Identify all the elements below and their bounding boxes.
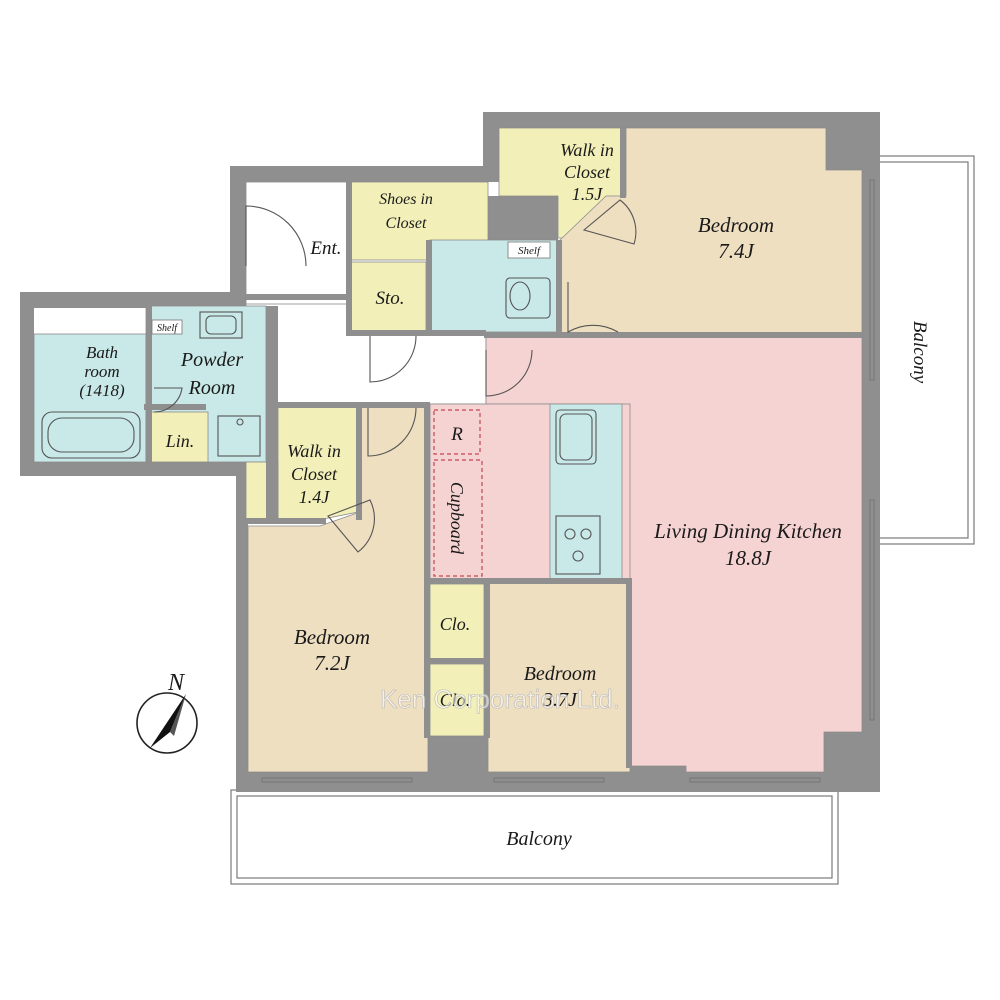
balcony-south-label: Balcony [506, 828, 572, 850]
room-labels: Walk in Closet 1.5J Bedroom 7.4J Shoes i… [79, 140, 930, 850]
shoes-closet-line2: Closet [386, 215, 427, 232]
interior-walls [144, 128, 862, 768]
bedroom3-area: 3.7J [542, 689, 578, 711]
wic1-label-line2: Closet [564, 162, 611, 182]
shelf-1-box [507, 241, 551, 259]
balcony-east-label: Balcony [909, 321, 930, 384]
north-compass: N [136, 670, 198, 754]
ldk-label: Living Dining Kitchen [653, 519, 842, 543]
bathroom-line3: (1418) [79, 381, 125, 400]
wic2-area: 1.4J [299, 487, 331, 507]
bedroom3-label: Bedroom [524, 663, 597, 685]
entrance-label: Ent. [309, 238, 341, 259]
north-arrow-icon [150, 694, 186, 748]
shelf-2-label: Shelf [157, 323, 178, 334]
closet-b-label: Clo. [440, 690, 471, 710]
powder-room-line2: Room [188, 377, 236, 399]
refrigerator-label: R [450, 424, 463, 445]
bedroom2-area: 7.2J [314, 651, 351, 675]
shoes-closet-line1: Shoes in [379, 191, 433, 208]
powder-room-line1: Powder [180, 349, 243, 371]
bedroom2-label: Bedroom [294, 625, 370, 649]
room-fills [33, 127, 863, 773]
storage-label: Sto. [375, 288, 404, 309]
shelf-2-box [151, 319, 183, 335]
bedroom1-area: 7.4J [718, 239, 755, 263]
doors [153, 199, 637, 553]
shelf-1-label: Shelf [518, 245, 542, 257]
bedroom1-label: Bedroom [698, 213, 774, 237]
fixtures [41, 179, 875, 783]
ldk-area: 18.8J [725, 546, 773, 570]
bathroom-line2: room [84, 362, 119, 381]
wic1-label-line1: Walk in [560, 140, 614, 160]
compass-label: N [167, 670, 186, 696]
wic2-label-line2: Closet [291, 464, 338, 484]
exterior-walls [20, 112, 880, 792]
watermark: Ken Corporation Ltd. [380, 684, 620, 714]
wic2-label-line1: Walk in [287, 441, 341, 461]
closet-a-label: Clo. [440, 614, 471, 634]
cupboard-label: Cupboard [447, 482, 467, 555]
wic1-area: 1.5J [572, 184, 604, 204]
bathroom-line1: Bath [86, 343, 118, 362]
linen-label: Lin. [165, 431, 195, 451]
